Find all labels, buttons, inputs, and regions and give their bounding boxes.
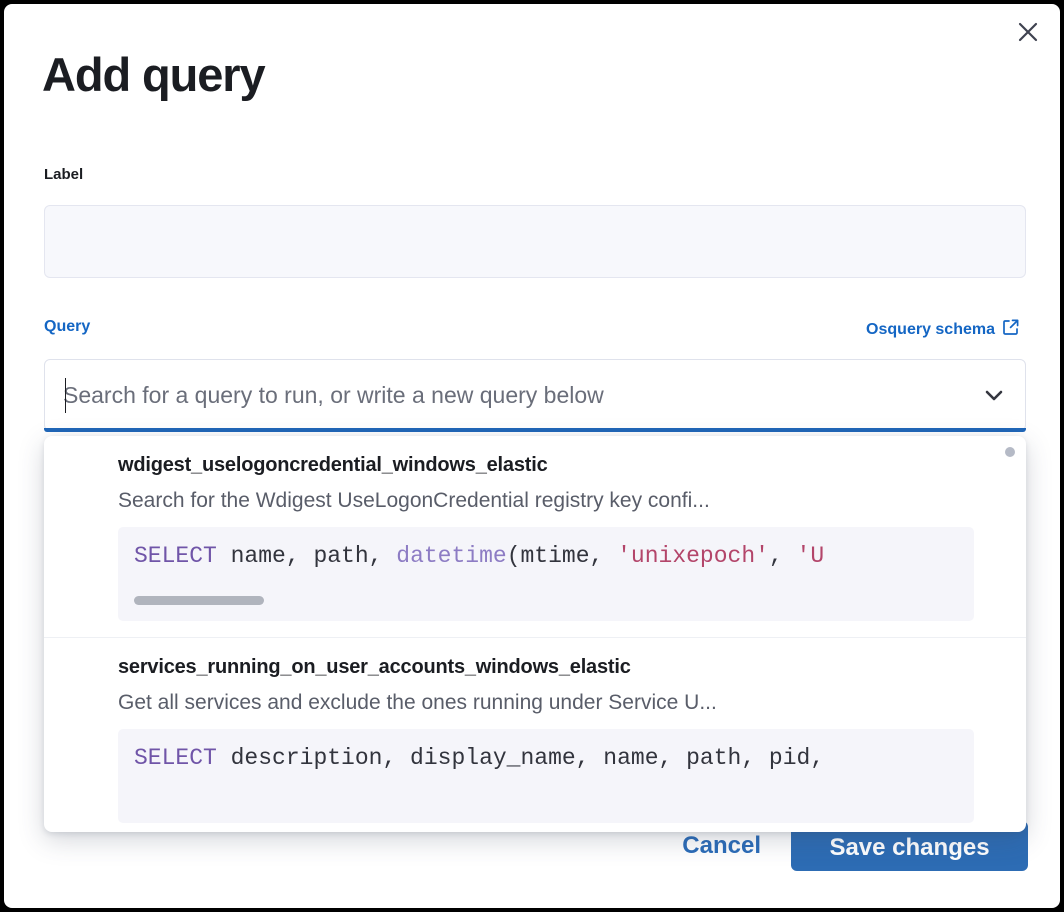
sql-keyword: SELECT — [134, 745, 217, 771]
osquery-schema-link-label: Osquery schema — [866, 320, 995, 338]
sql-text: , — [768, 543, 797, 569]
option-title: services_running_on_user_accounts_window… — [118, 656, 631, 678]
sql-keyword: SELECT — [134, 543, 217, 569]
sql-string: 'unixepoch' — [617, 543, 769, 569]
external-link-icon — [1002, 318, 1020, 341]
query-search-input[interactable]: Search for a query to run, or write a ne… — [63, 381, 604, 408]
close-icon-button[interactable] — [1008, 12, 1048, 52]
add-query-modal: Add query Label Query Osquery schema Sea… — [4, 4, 1060, 908]
code-horizontal-scrollbar[interactable] — [134, 596, 264, 605]
query-suggestions-dropdown: wdigest_uselogoncredential_windows_elast… — [44, 436, 1026, 832]
text-cursor — [65, 378, 66, 413]
sql-text: description, display_name, name, path, p… — [216, 745, 825, 771]
sql-text: (mtime, — [506, 543, 618, 569]
osquery-schema-link[interactable]: Osquery schema — [866, 318, 1020, 341]
close-icon — [1017, 21, 1039, 43]
page-title: Add query — [42, 48, 266, 101]
list-item[interactable]: wdigest_uselogoncredential_windows_elast… — [44, 436, 1026, 637]
option-sql-preview: SELECT description, display_name, name, … — [118, 729, 974, 823]
label-input[interactable] — [44, 205, 1026, 278]
label-field-label: Label — [44, 166, 84, 183]
combobox-focus-indicator — [44, 428, 1026, 432]
option-title: wdigest_uselogoncredential_windows_elast… — [118, 454, 548, 476]
sql-text: name, path, — [216, 543, 397, 569]
dropdown-scrollbar[interactable] — [1005, 447, 1015, 457]
sql-function: datetime — [396, 543, 507, 569]
sql-string: 'U — [796, 543, 825, 569]
chevron-down-icon[interactable] — [979, 380, 1009, 410]
query-field-label: Query — [44, 318, 91, 335]
option-description: Get all services and exclude the ones ru… — [118, 691, 717, 714]
cancel-button[interactable]: Cancel — [666, 820, 777, 872]
option-sql-preview: SELECT name, path, datetime(mtime, 'unix… — [118, 527, 974, 621]
query-search-combobox[interactable]: Search for a query to run, or write a ne… — [44, 359, 1026, 431]
option-description: Search for the Wdigest UseLogonCredentia… — [118, 489, 710, 512]
list-item[interactable]: services_running_on_user_accounts_window… — [44, 637, 1026, 832]
